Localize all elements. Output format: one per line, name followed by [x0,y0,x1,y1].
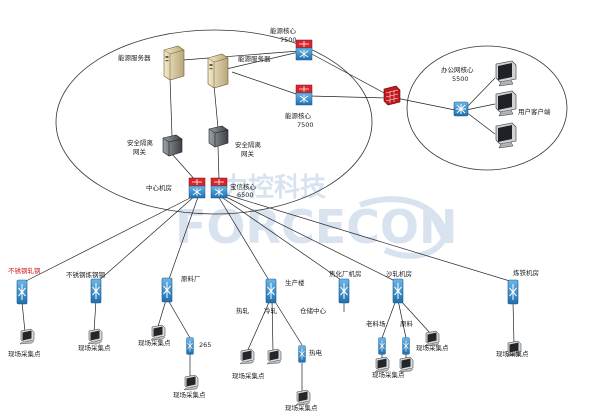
office-core-label: 办公网核心 [441,65,474,74]
pc-icon [266,348,282,365]
field-point-label: 现场采集点 [372,370,405,379]
server-icon [163,45,185,81]
energy-core-mid-node: 能源核心 7500 [285,84,314,129]
server-icon [207,53,229,89]
production-label: 生产楼 [285,278,305,287]
gateway-icon [208,125,229,148]
stainless-label: 不锈钢炼钢钢 [66,270,106,279]
old-material-label: 老料场 [366,319,386,328]
switch-icon [338,278,350,304]
thermal-power-label: 热电 [309,348,323,357]
branch-production: 生产楼 热轧 冷轧 仓储中心 现场采集点 热电 现场采集点 [232,278,327,412]
switch-icon [186,337,194,355]
raw-yard-label: 原料 [400,319,414,328]
switch-icon [507,279,519,305]
branch-raw-material: 原料厂 现场采集点 265 现场采集点 [138,274,211,399]
switch-icon [161,277,173,303]
gateway-right-label-2: 网关 [241,149,255,158]
switch-icon [392,278,404,304]
pc-icon [19,328,35,345]
office-core-model: 5500 [452,75,469,83]
firewall-icon [383,85,401,106]
switch-icon [90,278,102,304]
monitor-icon [495,122,517,149]
energy-core-top-node: 能源核心 7500 [270,26,313,61]
center-core-node: 中心机房 宝信核心 6500 [146,177,257,199]
pc-icon [183,374,199,391]
core-switch-icon [210,177,228,199]
field-point-label: 现场采集点 [416,343,449,352]
warehouse-label: 仓储中心 [300,306,327,315]
watermark-cn: 力控科技 [222,173,326,203]
energy-server-left-label: 能源服务器 [118,53,151,62]
monitor-icon [495,90,517,117]
user-client-label: 用户客户端 [518,107,551,116]
field-point-label: 现场采集点 [232,371,265,380]
hot-rolling-label: 热轧 [236,306,250,315]
switch-icon [298,345,306,363]
center-room-label: 中心机房 [146,183,172,192]
energy-server-right-node: 能源服务器 [207,53,271,89]
field-point-label: 现场采集点 [8,349,41,358]
energy-core-mid-label: 能源核心 [285,111,312,120]
branch-ironmaking: 炼铁机房 现场采集点 [496,268,539,358]
field-point-label: 现场采集点 [78,343,111,352]
energy-core-mid-model: 7500 [297,121,314,129]
office-network-ellipse [406,45,568,171]
gateway-left-node: 安全隔离 网关 [127,134,183,157]
office-switch-icon [453,101,469,117]
field-point-label: 现场采集点 [496,349,529,358]
energy-core-top-label: 能源核心 [270,26,297,35]
core-switch-model: 6500 [237,191,254,199]
watermark-logo: 力控科技 FORCECON [175,173,458,259]
energy-server-left-node: 能源服务器 [118,45,185,81]
core-network-ellipse [55,29,373,215]
pc-icon [239,348,255,365]
energy-server-right-label: 能源服务器 [238,54,271,63]
gateway-icon [162,134,183,157]
stainless-red-label: 不锈钢轧钢 [8,266,41,275]
gateway-right-node: 安全隔离 网关 [208,125,262,158]
monitor-icon [495,60,517,87]
coking-label: 焦化厂机房 [329,269,362,278]
field-point-label: 现场采集点 [173,390,206,399]
watermark-en: FORCECON [175,200,458,254]
branch-sinter: 沙轧机房 老料场 原料 现场采集点 现场采集点 [366,269,449,379]
field-point-label: 现场采集点 [138,338,171,347]
raw-material-label: 原料厂 [181,274,201,283]
energy-core-top-model: 7500 [280,36,297,44]
num-265-label: 265 [199,341,211,349]
branch-stainless-red: 不锈钢轧钢 现场采集点 [8,266,41,358]
gateway-left-label: 安全隔离 [127,138,154,147]
core-switch-label: 宝信核心 [230,182,257,191]
pc-icon [374,356,390,373]
pc-icon [150,324,166,341]
cold-rolling-label: 冷轧 [264,306,278,315]
pc-icon [87,328,103,345]
pc-icon [398,356,414,373]
core-switch-icon [188,177,206,199]
gateway-left-label-2: 网关 [133,147,147,156]
switch-icon [16,279,28,305]
gateway-right-label: 安全隔离 [235,140,262,149]
pc-icon [295,389,311,406]
core-switch-icon [295,39,313,61]
sinter-label: 沙轧机房 [386,269,412,278]
branch-coking: 焦化厂机房 [329,269,362,304]
switch-icon [378,337,386,355]
connection-lines [21,50,515,393]
switch-icon [402,337,410,355]
core-switch-icon [295,84,313,106]
switch-icon [265,278,277,304]
office-network-node: 办公网核心 5500 用户客户端 [441,60,551,149]
ironmaking-label: 炼铁机房 [513,268,539,277]
branch-stainless: 不锈钢炼钢钢 现场采集点 [66,270,111,352]
field-point-label: 现场采集点 [285,403,318,412]
